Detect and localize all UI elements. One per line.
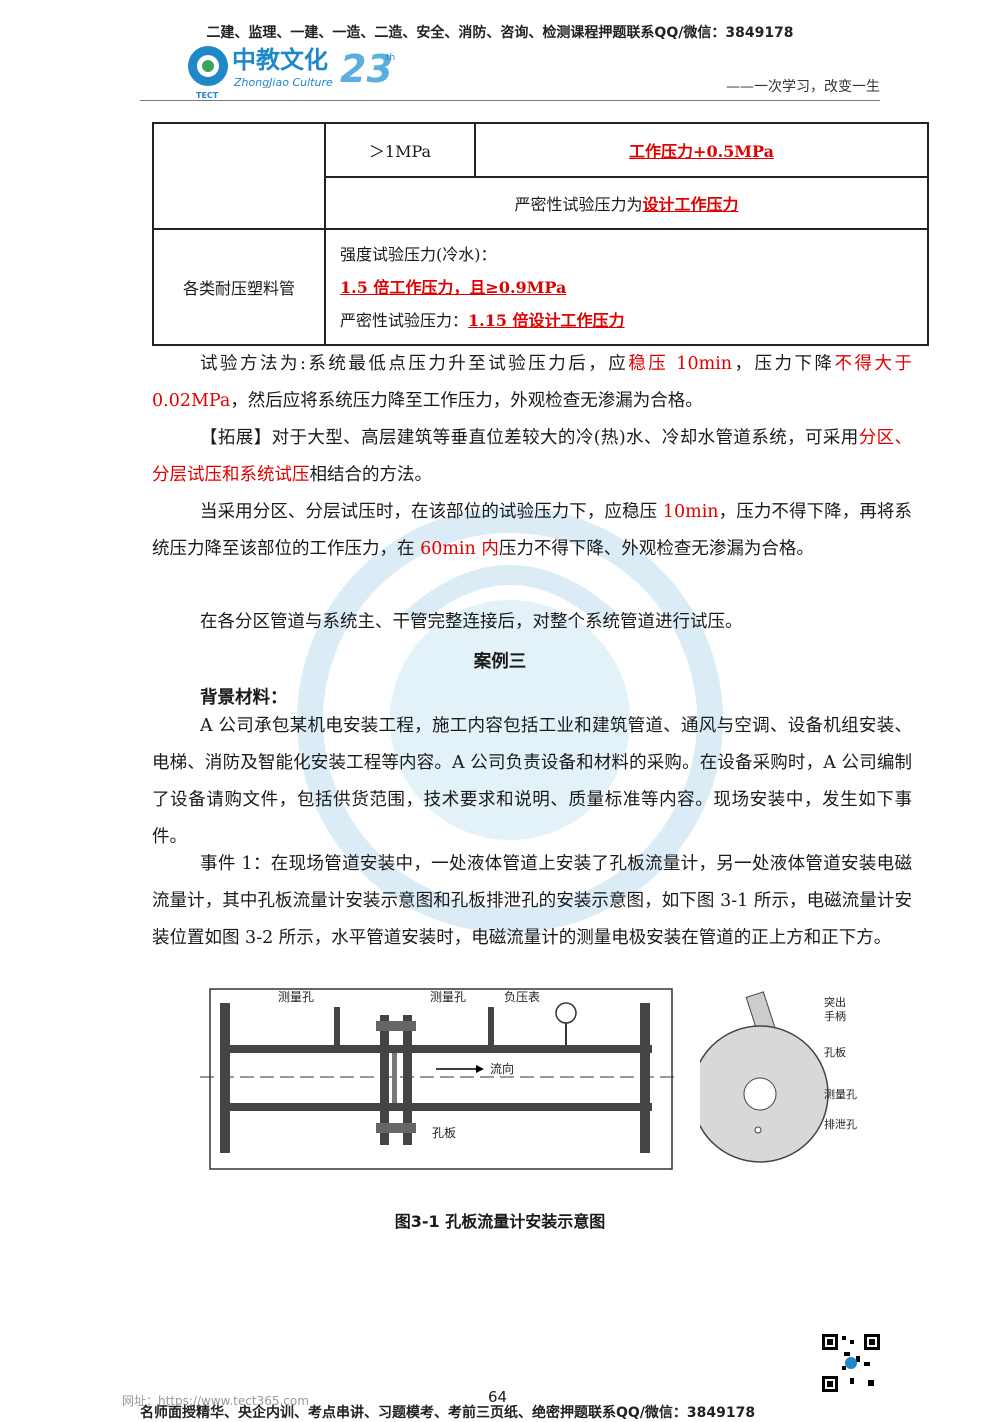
- paragraph-event-1: 事件 1：在现场管道安装中，一处液体管道上安装了孔板流量计，另一处液体管道安装电…: [152, 854, 912, 948]
- red-text: 分区、分层试压和系统试压: [152, 428, 913, 485]
- red-value: 1.15 倍设计工作压力: [468, 310, 625, 330]
- red-value: 1.5 倍工作压力，且≥0.9MPa: [340, 277, 567, 297]
- table-cell-empty: [152, 122, 326, 230]
- logo-en: ZhongJiao Culture: [233, 76, 333, 89]
- label-tap-2: 测量孔: [430, 990, 466, 1004]
- pressure-test-table: ＞1MPa 工作压力+0.5MPa 严密性试验压力为设计工作压力 各类耐压塑料管…: [152, 122, 929, 346]
- figure-caption: 图3-1 孔板流量计安装示意图: [394, 1212, 606, 1231]
- label-plate: 孔板: [824, 1045, 846, 1059]
- red-text: 不得大于: [834, 354, 912, 374]
- label-tap-1: 测量孔: [278, 990, 314, 1004]
- label-flow: 流向: [490, 1061, 514, 1076]
- table-cell-condition: ＞1MPa: [324, 122, 476, 178]
- label-handle-1: 突出: [824, 995, 846, 1009]
- text: 强度试验压力(冷水)：: [340, 244, 497, 264]
- text: 压力不得下降、外观检查无渗漏为合格。: [498, 539, 814, 559]
- text: 试验方法为:系统最低点压力升至试验压力后，应: [200, 354, 629, 374]
- red-text: 稳压 10min: [628, 354, 733, 374]
- slogan: ——一次学习，改变一生: [726, 79, 880, 95]
- label-gauge: 负压表: [504, 990, 540, 1004]
- text: 相结合的方法。: [309, 465, 433, 485]
- table-cell-label: 各类耐压塑料管: [152, 228, 326, 346]
- label-hole: 测量孔: [824, 1088, 857, 1101]
- case-title: 案例三: [473, 652, 527, 672]
- red-value: 工作压力+0.5MPa: [629, 142, 774, 161]
- paragraph-zone-test: 当采用分区、分层试压时，在该部位的试验压力下，应稳压 10min，压力不得下降，…: [152, 494, 912, 568]
- label-orifice: 孔板: [432, 1126, 456, 1140]
- text: 严密性试验压力：: [340, 310, 469, 330]
- paragraph-extension: 【拓展】对于大型、高层建筑等垂直位差较大的冷(热)水、冷却水管道系统，可采用分区…: [152, 420, 912, 494]
- logo-years: 23: [340, 47, 393, 91]
- text: ，压力下降: [732, 354, 835, 374]
- text: 【拓展】对于大型、高层建筑等垂直位差较大的冷(热)水、冷却水管道系统，可采用: [200, 428, 859, 448]
- bottom-banner: 名师面授精华、央企内训、考点串讲、习题模考、考前三页纸、绝密押题联系QQ/微信：…: [140, 1405, 756, 1421]
- red-text: 60min 内: [414, 539, 499, 559]
- table-cell-value: 工作压力+0.5MPa: [474, 122, 929, 178]
- label-drain: 排泄孔: [824, 1117, 857, 1131]
- orifice-plate-diagram: 突出 手柄 孔板 测量孔 排泄孔: [700, 991, 857, 1163]
- label-handle-2: 手柄: [824, 1009, 846, 1023]
- orifice-installation-diagram: 测量孔 测量孔 负压表 流向 孔板: [200, 988, 680, 1170]
- top-banner: 二建、监理、一建、一造、二造、安全、消防、咨询、检测课程押题联系QQ/微信：38…: [206, 25, 794, 41]
- header-rule: [140, 100, 880, 101]
- logo-th: th: [386, 53, 395, 63]
- text: 当采用分区、分层试压时，在该部位的试验压力下，应稳压: [200, 502, 658, 522]
- page-number: 64: [488, 1388, 508, 1406]
- table-cell-plastic-pipe: 强度试验压力(冷水)： 1.5 倍工作压力，且≥0.9MPa 严密性试验压力：1…: [324, 228, 929, 346]
- red-text: 10min: [657, 502, 719, 522]
- text: ，然后应将系统压力降至工作压力，外观检查无渗漏为合格。: [230, 391, 703, 411]
- red-text: 0.02MPa: [152, 391, 231, 411]
- logo-abbr: TECT: [196, 91, 219, 100]
- paragraph-background: A 公司承包某机电安装工程，施工内容包括工业和建筑管道、通风与空调、设备机组安装…: [152, 716, 912, 847]
- website-url: 网址：https://www.tect365.com: [122, 1394, 309, 1408]
- company-logo: 中教文化 ZhongJiao Culture TECT 23 th: [188, 46, 395, 100]
- qr-code: [820, 1332, 882, 1394]
- text-line: 严密性试验压力：1.15 倍设计工作压力: [340, 304, 913, 337]
- paragraph-full-system: 在各分区管道与系统主、干管完整连接后，对整个系统管道进行试压。: [200, 612, 743, 632]
- red-value: 设计工作压力: [642, 195, 739, 214]
- text: ，压力不得下降，再将系统压力降至该部位的工作压力，在: [152, 502, 913, 559]
- logo-cn: 中教文化: [232, 46, 328, 74]
- background-title: 背景材料：: [200, 688, 288, 708]
- text: 严密性试验压力为: [514, 195, 643, 214]
- table-cell-tightness: 严密性试验压力为设计工作压力: [324, 176, 929, 230]
- paragraph-test-method: 试验方法为:系统最低点压力升至试验压力后，应稳压 10min，压力下降不得大于 0…: [152, 346, 912, 420]
